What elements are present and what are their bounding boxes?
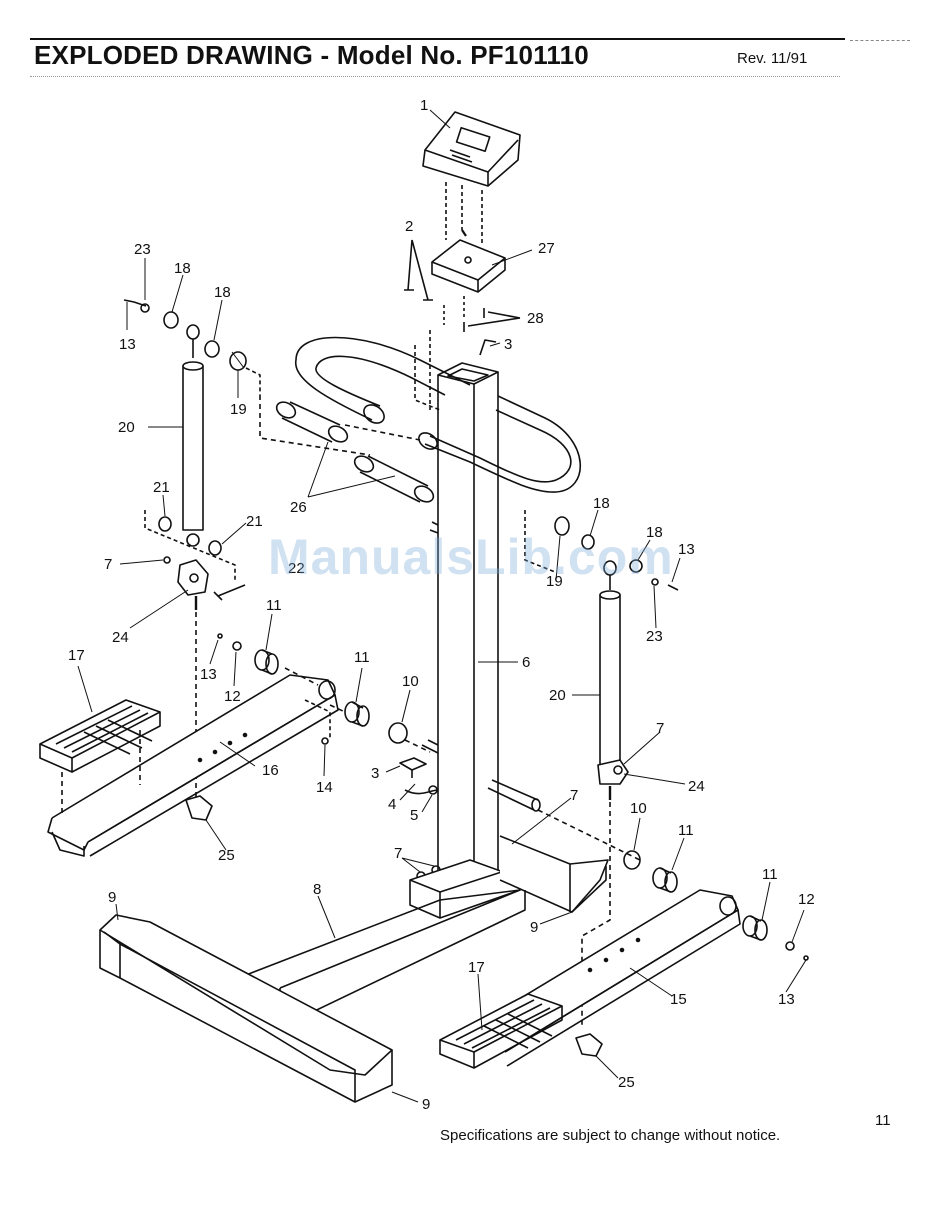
callout-11-left-b: 11 (354, 649, 370, 666)
page-number: 11 (875, 1112, 891, 1129)
callout-12-right: 12 (798, 891, 815, 908)
left-cylinder-part (183, 325, 203, 546)
callout-15: 15 (670, 991, 687, 1008)
callout-23-right: 23 (646, 628, 663, 645)
callout-24-left: 24 (112, 629, 129, 646)
callout-12-left: 12 (224, 688, 241, 705)
callout-17-left: 17 (68, 647, 85, 664)
callout-13-right-b: 13 (778, 991, 795, 1008)
foam-grip-upper (274, 399, 350, 445)
callout-7-right-a: 7 (656, 720, 664, 737)
callout-11-left-a: 11 (266, 597, 282, 614)
callout-6: 6 (522, 654, 530, 671)
callout-13-right-a: 13 (678, 541, 695, 558)
callout-5: 5 (410, 807, 418, 824)
callout-20-right: 20 (549, 687, 566, 704)
callout-2: 2 (405, 218, 413, 235)
callout-10-left: 10 (402, 673, 419, 690)
right-pedal-arm-part (468, 890, 740, 1066)
callout-11-right-b: 11 (762, 866, 778, 883)
console-part (423, 112, 520, 186)
callout-10-right: 10 (630, 800, 647, 817)
callout-3-clip: 3 (371, 765, 379, 782)
callout-7-base: 7 (394, 845, 402, 862)
right-bushing-11d (743, 916, 767, 940)
callout-17-right: 17 (468, 959, 485, 976)
left-bushing-11a (255, 650, 278, 674)
footer-note: Specifications are subject to change wit… (440, 1127, 780, 1144)
callout-9-front-left: 9 (108, 889, 116, 906)
right-cylinder-part (600, 561, 620, 765)
watermark: ManualsLib.com (268, 528, 674, 586)
callout-14: 14 (316, 779, 333, 796)
callout-21-left-b: 21 (246, 513, 263, 530)
left-pedal-part (40, 700, 160, 772)
right-bushing-11c (653, 868, 677, 892)
callout-13-left-b: 13 (200, 666, 217, 683)
callout-18-right-a: 18 (593, 495, 610, 512)
callout-13-left-a: 13 (119, 336, 136, 353)
callout-7-left: 7 (104, 556, 112, 573)
callout-23-left: 23 (134, 241, 151, 258)
left-bushing-11b (345, 702, 369, 726)
callout-24-right: 24 (688, 778, 705, 795)
callout-16: 16 (262, 762, 279, 779)
callout-28: 28 (527, 310, 544, 327)
callout-3-top: 3 (504, 336, 512, 353)
callout-19-left: 19 (230, 401, 247, 418)
callout-25-right: 25 (618, 1074, 635, 1091)
right-pedal-part (440, 994, 562, 1068)
callout-21-left-a: 21 (153, 479, 170, 496)
left-bracket-part (178, 560, 208, 610)
callout-20-left: 20 (118, 419, 135, 436)
callout-9-front-right: 9 (422, 1096, 430, 1113)
callout-25-left: 25 (218, 847, 235, 864)
console-mount-part (432, 240, 505, 292)
callout-4: 4 (388, 796, 396, 813)
callout-1: 1 (420, 97, 428, 114)
callout-18-left-a: 18 (174, 260, 191, 277)
callout-8: 8 (313, 881, 321, 898)
callout-26: 26 (290, 499, 307, 516)
left-pedal-arm-part (48, 675, 338, 856)
base-frame-part (100, 836, 608, 1102)
callout-27: 27 (538, 240, 555, 257)
foam-grip-lower (352, 453, 436, 505)
callout-7-right-b: 7 (570, 787, 578, 804)
callout-9-rear: 9 (530, 919, 538, 936)
callout-18-left-b: 18 (214, 284, 231, 301)
callout-11-right-a: 11 (678, 822, 694, 839)
